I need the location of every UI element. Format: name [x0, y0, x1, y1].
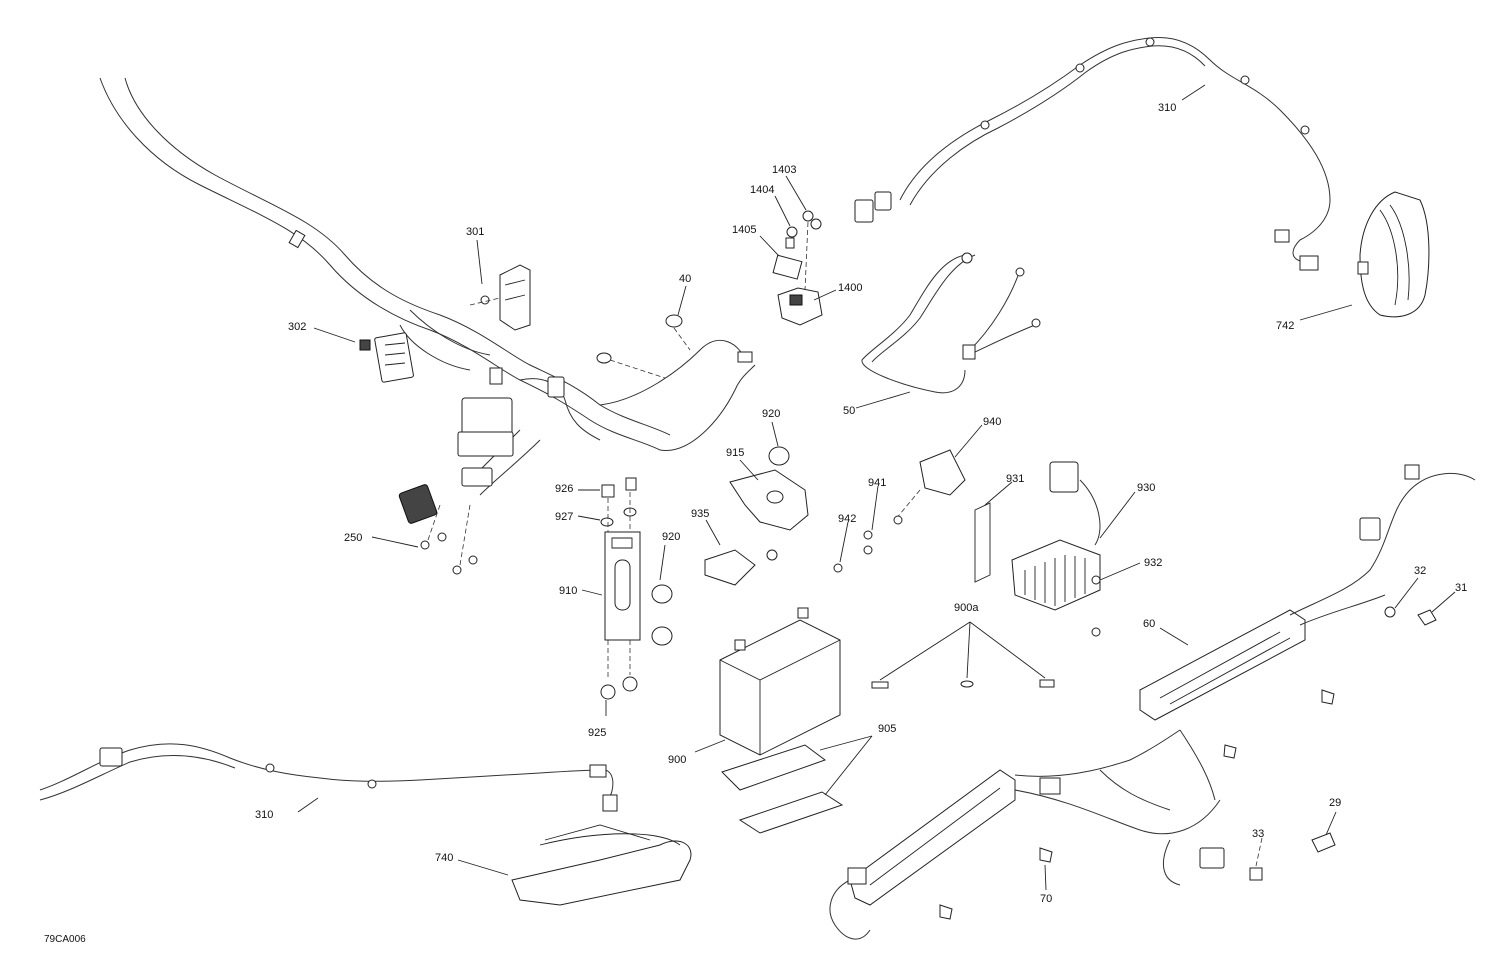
bracket-301: [469, 264, 531, 331]
callout-1400: 1400: [838, 282, 862, 294]
callout-900a: 900a: [954, 602, 979, 614]
fasteners-900a: [871, 621, 1055, 689]
callout-930: 930: [1137, 482, 1155, 494]
callout-31: 31: [1455, 582, 1467, 594]
fasteners-right: [939, 606, 1437, 920]
callout-742: 742: [1276, 320, 1294, 332]
callout-40: 40: [679, 273, 691, 285]
callout-29: 29: [1329, 797, 1341, 809]
battery-900: [719, 607, 844, 834]
callout-931: 931: [1006, 473, 1024, 485]
harness-60: [829, 464, 1476, 940]
leader-lines: [297, 84, 1456, 891]
screws-250: [420, 504, 478, 575]
battery-sensor-assembly: [772, 210, 823, 326]
callout-1403: 1403: [772, 164, 796, 176]
callout-941: 941: [868, 477, 886, 489]
taillamp-740: [511, 824, 692, 906]
callout-50: 50: [843, 405, 855, 417]
main-wiring-harness: [99, 77, 756, 496]
callout-labels: 1403 1404 1405 1400 310 301 302 40 50 74…: [255, 102, 1467, 905]
callout-60: 60: [1143, 618, 1155, 630]
relay-940: [833, 449, 966, 573]
battery-bracket-910: [600, 446, 790, 700]
battery-cable-50: [861, 252, 1041, 394]
callout-932: 932: [1144, 557, 1162, 569]
callout-905: 905: [878, 723, 896, 735]
clip-302: [359, 332, 414, 383]
callout-940: 940: [983, 416, 1001, 428]
callout-910: 910: [559, 585, 577, 597]
callout-70: 70: [1040, 893, 1052, 905]
callout-740: 740: [435, 852, 453, 864]
regulator-930: [974, 461, 1101, 637]
callout-32: 32: [1414, 565, 1426, 577]
harness-310-upper: [854, 36, 1331, 271]
callout-301: 301: [466, 226, 484, 238]
callout-920-lower: 920: [662, 531, 680, 543]
callout-915: 915: [726, 447, 744, 459]
callout-925: 925: [588, 727, 606, 739]
harness-310-lower: [39, 743, 618, 812]
callout-250: 250: [344, 532, 362, 544]
callout-920-upper: 920: [762, 408, 780, 420]
callout-935: 935: [691, 508, 709, 520]
callout-302: 302: [288, 321, 306, 333]
fuse-relay-box: [398, 376, 565, 524]
nut-40: [596, 314, 753, 379]
callout-927: 927: [555, 511, 573, 523]
headlamp-742: [1357, 191, 1430, 318]
callout-1404: 1404: [750, 184, 774, 196]
callout-926: 926: [555, 483, 573, 495]
callout-310-lower: 310: [255, 809, 273, 821]
callout-942: 942: [838, 513, 856, 525]
callout-310-upper: 310: [1158, 102, 1176, 114]
bracket-915: [704, 469, 809, 586]
figure-id: 79CA006: [44, 934, 86, 945]
callout-900: 900: [668, 754, 686, 766]
callout-1405: 1405: [732, 224, 756, 236]
callout-33: 33: [1252, 828, 1264, 840]
